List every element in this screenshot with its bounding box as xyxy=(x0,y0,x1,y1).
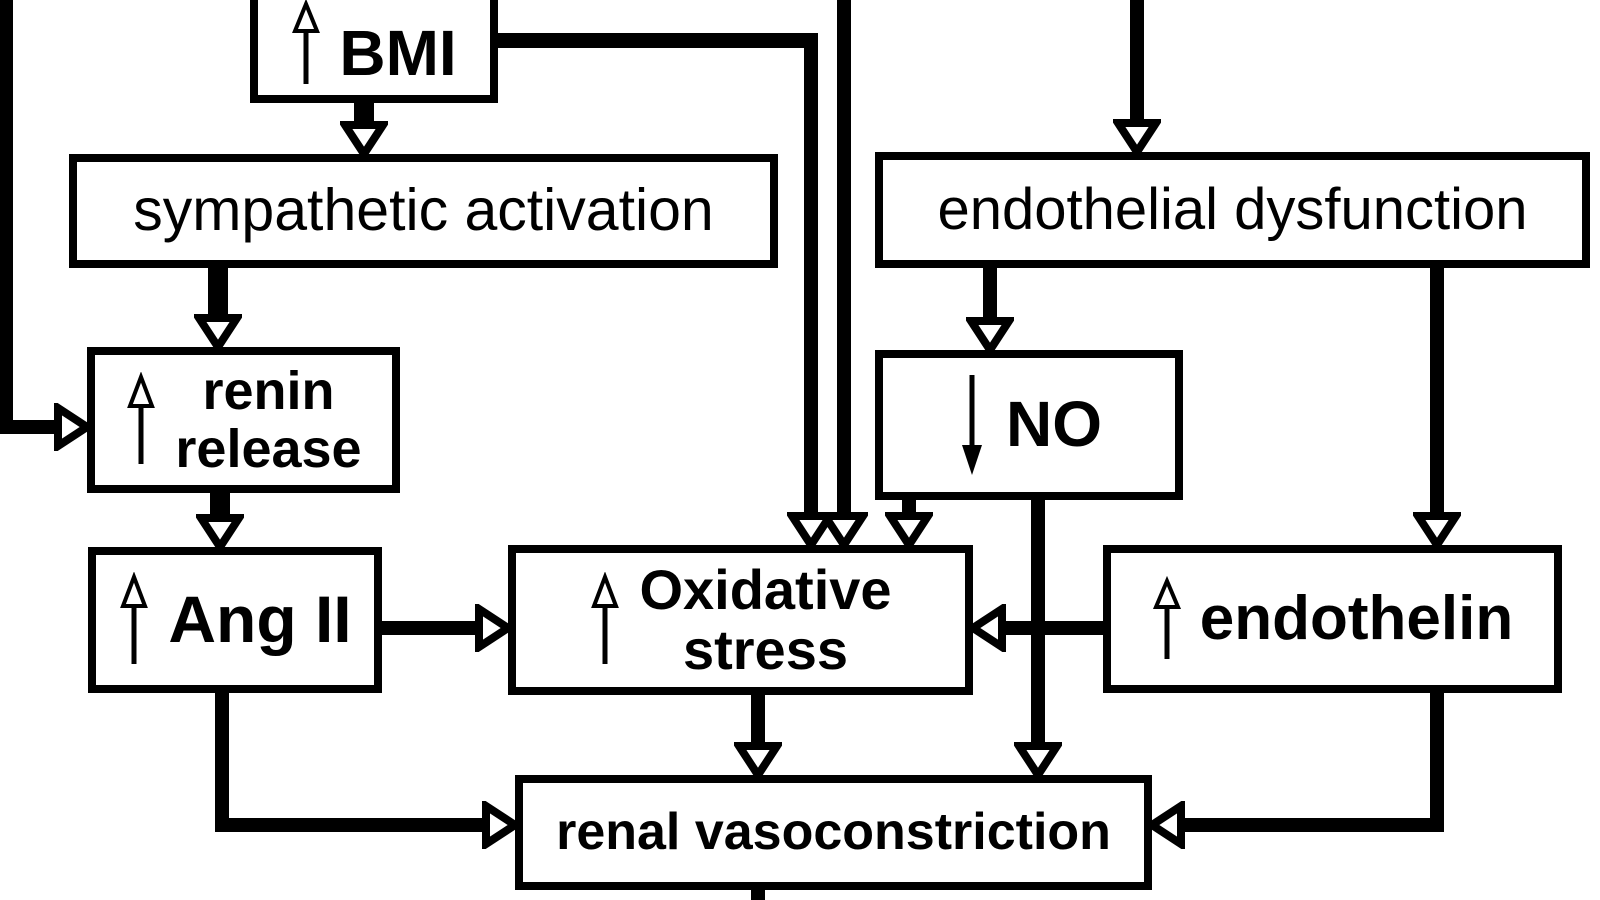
node-renal-vasoconstriction: renal vasoconstriction xyxy=(515,775,1152,890)
node-renin-release: renin release xyxy=(87,347,400,493)
edge-offscreen-top-to-oxidative xyxy=(837,0,851,515)
node-no-label: NO xyxy=(1006,388,1102,461)
node-endothelin: endothelin xyxy=(1103,545,1562,693)
edge-angii-to-oxidative xyxy=(378,621,476,635)
edge-endothelin-to-renal-horizontal xyxy=(1179,818,1444,832)
edge-endothelin-to-renal-vertical xyxy=(1430,689,1444,832)
edge-endothelial-to-no xyxy=(983,264,997,320)
increase-arrow-icon xyxy=(1152,576,1181,659)
node-bmi-label: BMI xyxy=(339,16,457,89)
edge-offscreen-left-vertical xyxy=(0,0,13,434)
arrowhead-down-icon xyxy=(885,512,933,551)
edge-no-to-renal xyxy=(1031,494,1045,743)
increase-arrow-icon xyxy=(120,572,149,664)
edge-endothelial-to-endothelin xyxy=(1430,264,1444,515)
edge-angii-to-renal-horizontal xyxy=(215,818,487,832)
arrowhead-down-icon xyxy=(966,317,1014,356)
edge-offscreen-top-to-endothelial xyxy=(1130,0,1144,122)
node-oxidative-stress-label: Oxidative stress xyxy=(639,557,892,681)
node-sympathetic-activation-label: sympathetic activation xyxy=(133,177,714,244)
arrowhead-right-icon xyxy=(475,604,514,652)
arrowhead-down-icon xyxy=(340,121,388,160)
decrease-arrow-icon xyxy=(962,375,982,475)
edge-bmi-to-sympathetic xyxy=(354,98,374,128)
node-renal-vasoconstriction-label: renal vasoconstriction xyxy=(556,803,1111,862)
edge-oxidative-to-renal xyxy=(751,691,765,743)
arrowhead-left-icon xyxy=(1146,801,1185,849)
edge-sympathetic-to-renin xyxy=(208,264,228,318)
node-bmi: BMI xyxy=(250,0,498,103)
edge-renin-to-angii xyxy=(210,489,230,519)
node-endothelin-label: endothelin xyxy=(1199,584,1514,654)
increase-arrow-icon xyxy=(292,0,321,84)
increase-arrow-icon xyxy=(127,372,156,464)
arrowhead-right-icon xyxy=(482,801,521,849)
arrowhead-down-icon xyxy=(787,512,835,551)
node-sympathetic-activation: sympathetic activation xyxy=(69,154,778,268)
arrowhead-down-icon xyxy=(1113,119,1161,158)
node-endothelial-dysfunction-label: endothelial dysfunction xyxy=(937,176,1528,242)
node-oxidative-stress: Oxidative stress xyxy=(508,545,973,695)
edge-endothelin-to-oxidative xyxy=(1000,621,1107,635)
node-endothelial-dysfunction: endothelial dysfunction xyxy=(875,152,1590,268)
arrowhead-right-icon xyxy=(54,403,93,451)
node-ang-ii-label: Ang II xyxy=(168,582,352,657)
arrowhead-down-icon xyxy=(196,514,244,553)
arrowhead-down-icon xyxy=(820,512,868,551)
edge-bmi-to-oxidative-vertical xyxy=(804,33,818,515)
increase-arrow-icon xyxy=(591,572,620,664)
arrowhead-down-icon xyxy=(194,314,242,353)
node-ang-ii: Ang II xyxy=(88,547,382,693)
node-no: NO xyxy=(875,350,1183,500)
edge-angii-to-renal-vertical xyxy=(215,689,229,832)
arrowhead-down-icon xyxy=(734,742,782,781)
edge-bmi-to-oxidative-horizontal xyxy=(490,33,818,48)
edge-offscreen-left-horizontal xyxy=(0,420,60,434)
arrowhead-down-icon xyxy=(1014,742,1062,781)
node-renin-release-label: renin release xyxy=(175,360,362,479)
arrowhead-left-icon xyxy=(967,604,1006,652)
arrowhead-down-icon xyxy=(1413,512,1461,551)
